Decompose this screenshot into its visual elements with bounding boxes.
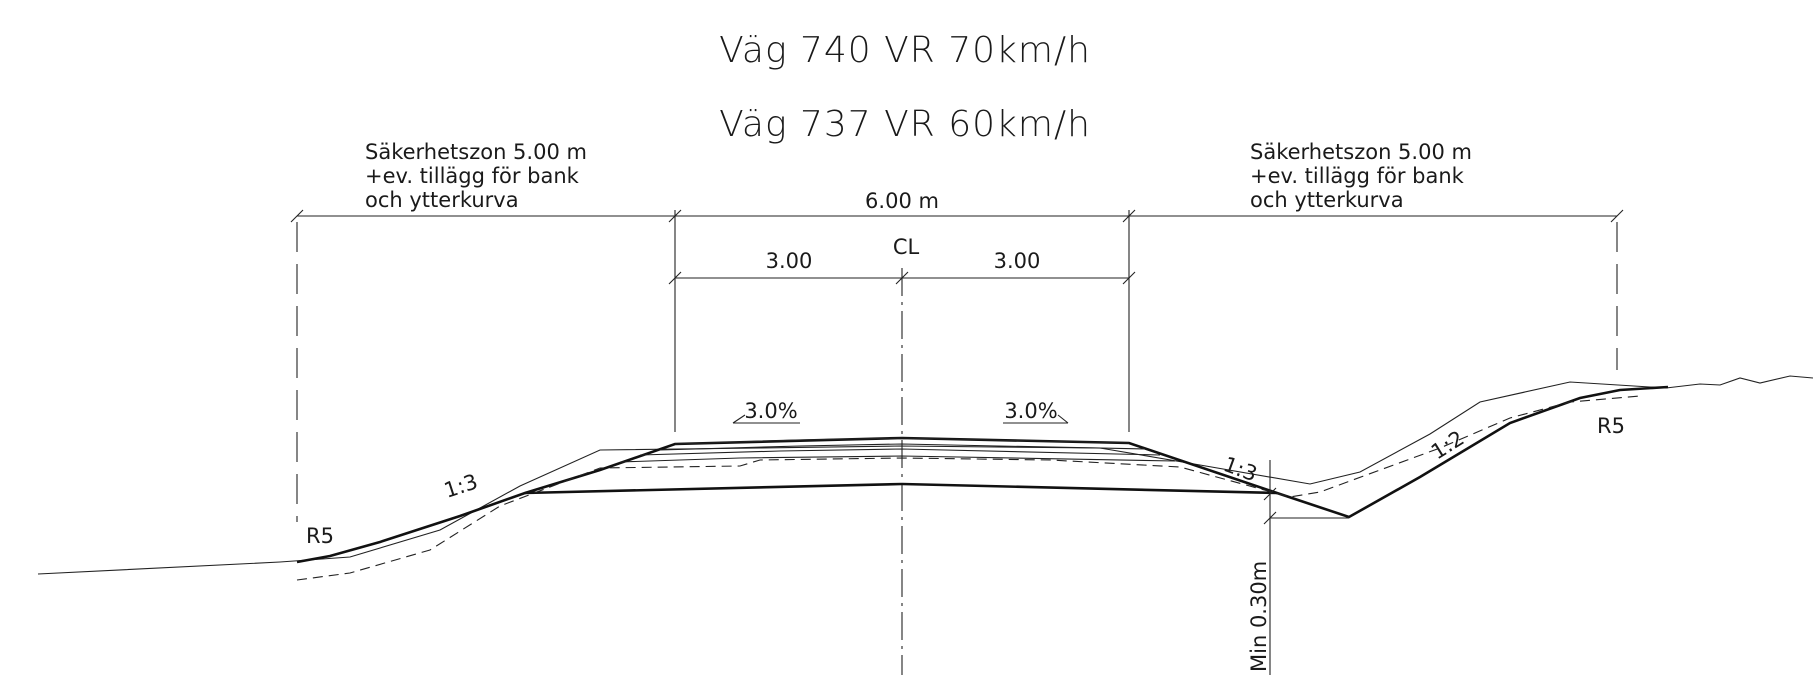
centerline-label: CL [893,235,920,259]
safety-zone-right-line2: +ev. tillägg för bank [1250,164,1465,188]
crossfall-right [1003,414,1069,424]
pavement-layer-1 [674,437,1130,445]
safety-zone-note-left: Säkerhetszon 5.00 m +ev. tillägg för ban… [365,140,587,212]
slope-left-label: 1:3 [441,469,481,502]
safety-zone-right-line1: Säkerhetszon 5.00 m [1250,140,1472,164]
safety-zone-left-line1: Säkerhetszon 5.00 m [365,140,587,164]
subgrade-dashed-line [296,395,1641,581]
ditch-depth-dimension [1263,460,1349,675]
road-subbase-bottom-right [901,482,1278,495]
title-road-740: Väg 740 VR 70km/h [719,30,1091,71]
radius-left-label: R5 [306,524,334,548]
crossfall-right-label: 3.0% [1004,399,1057,423]
crossfall-left [732,414,800,424]
pavement-layer-4 [619,455,1176,463]
safety-zone-right-line3: och ytterkurva [1250,188,1404,212]
pavement-layer-2 [659,443,1146,451]
title-road-737: Väg 737 VR 60km/h [719,104,1091,145]
safety-zone-left-line2: +ev. tillägg för bank [365,164,580,188]
safety-zone-note-right: Säkerhetszon 5.00 m +ev. tillägg för ban… [1250,140,1472,212]
pavement-layer-3 [639,448,1161,456]
half-width-left-label: 3.00 [766,249,813,273]
safety-zone-left-line3: och ytterkurva [365,188,519,212]
crossfall-left-label: 3.0% [744,399,797,423]
radius-right-label: R5 [1597,414,1625,438]
road-subbase-bottom [524,482,903,495]
existing-ground-line [37,375,1813,575]
slope-right-inner-label: 1:3 [1220,452,1260,486]
ditch-min-depth-label: Min 0.30m [1247,561,1271,672]
half-width-right-label: 3.00 [994,249,1041,273]
road-width-label: 6.00 m [865,189,939,213]
